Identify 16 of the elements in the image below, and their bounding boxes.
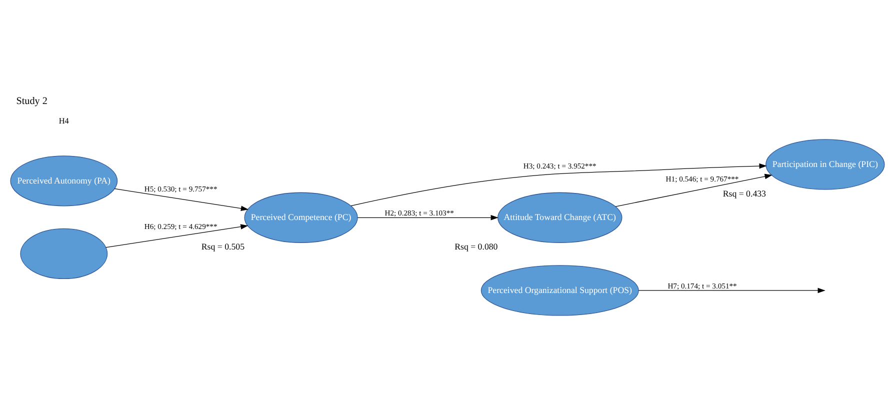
diagram-title: Study 2	[16, 96, 48, 108]
node-ellipse: Attitude Toward Change (ATC)	[497, 192, 622, 243]
node-label: Rsq = 0.505	[201, 242, 245, 252]
node-ellipse: Perceived Autonomy (PA)	[10, 156, 118, 206]
node-label: Rsq = 0.433	[722, 188, 766, 199]
node-ellipse: Participation in Change (PIC)	[766, 139, 885, 190]
arrow	[350, 163, 767, 206]
arrow	[106, 224, 248, 248]
node-label: Rsq = 0.080	[454, 242, 498, 252]
node-ellipse	[20, 228, 108, 280]
node-ellipse: Perceived Organizational Support (POS)	[480, 265, 639, 316]
arrow	[638, 288, 826, 294]
node-ellipse: Perceived Competence (PC)	[244, 192, 358, 243]
arrow	[615, 174, 772, 207]
arrow	[114, 188, 249, 212]
arrow	[357, 214, 498, 220]
